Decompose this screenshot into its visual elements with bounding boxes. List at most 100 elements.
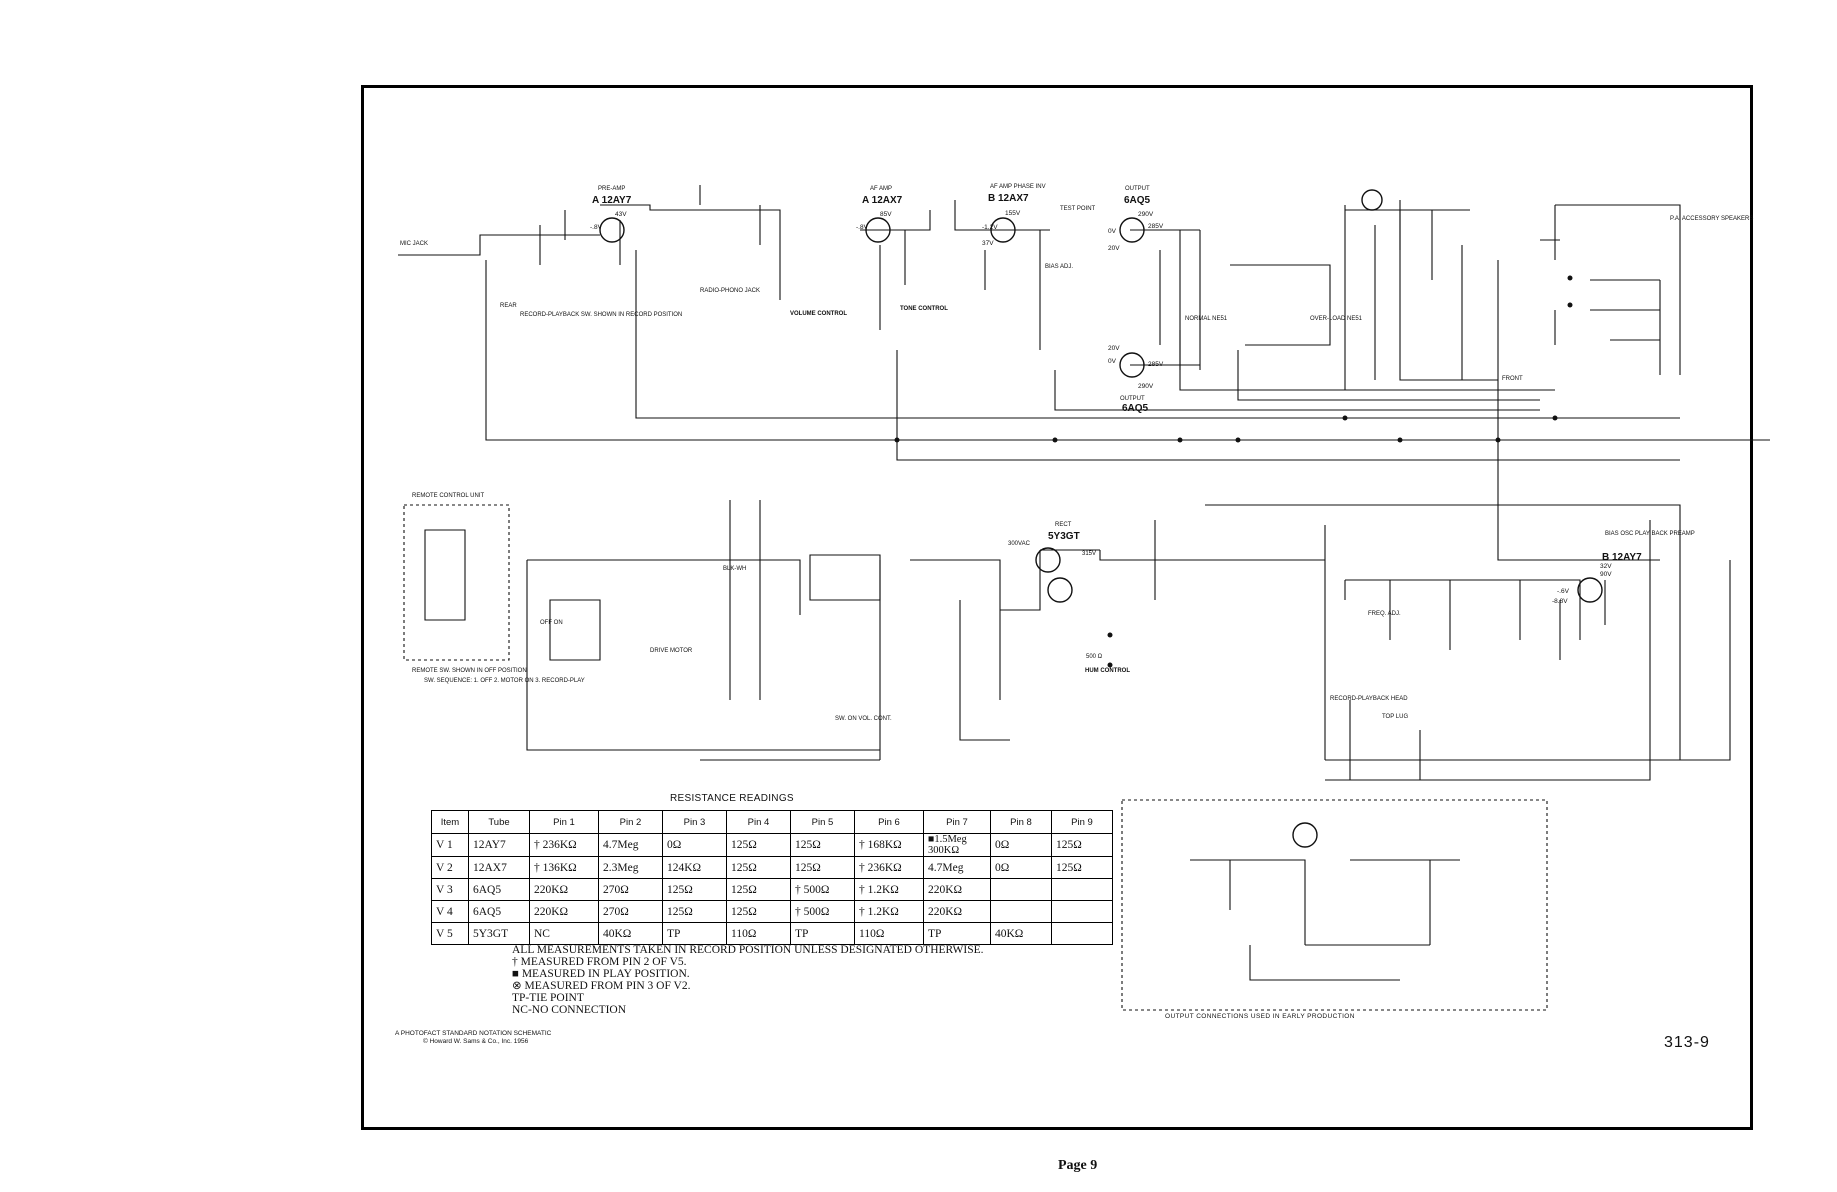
table-cell: 110Ω <box>726 922 791 945</box>
table-cell <box>990 900 1052 923</box>
table-cell: NC <box>529 922 599 945</box>
rec-head-label: RECORD-PLAYBACK HEAD <box>1330 696 1408 702</box>
table-cell: ■1.5Meg 300KΩ <box>923 833 991 857</box>
v300-label: 300VAC <box>1008 541 1031 547</box>
table-cell: V 1 <box>431 833 469 857</box>
tube-v4-role: OUTPUT <box>1120 396 1145 402</box>
voltage-label: -.8V <box>856 224 869 231</box>
ohm500-label: 500 Ω <box>1086 654 1103 660</box>
voltage-label: 43V <box>615 211 627 218</box>
table-cell: 125Ω <box>726 878 791 901</box>
table-cell: TP <box>923 922 991 945</box>
col-pin2: Pin 2 <box>598 810 663 834</box>
table-cell: † 1.2KΩ <box>854 900 924 923</box>
table-cell: 2.3Meg <box>598 856 663 879</box>
table-cell: V 5 <box>431 922 469 945</box>
col-tube: Tube <box>468 810 530 834</box>
table-cell <box>990 878 1052 901</box>
voltage-label: -8.8V <box>1552 598 1568 605</box>
table-cell: 220KΩ <box>923 900 991 923</box>
table-cell: 270Ω <box>598 900 663 923</box>
table-cell: 40KΩ <box>990 922 1052 945</box>
early-production-caption: OUTPUT CONNECTIONS USED IN EARLY PRODUCT… <box>1165 1013 1355 1020</box>
voltage-label: 0V <box>1108 228 1117 235</box>
table-cell: 125Ω <box>790 833 855 857</box>
table-cell: 125Ω <box>1051 856 1113 879</box>
radio-phono-label: RADIO-PHONO JACK <box>700 288 760 294</box>
note-line: TP-TIE POINT <box>512 992 584 1004</box>
tube-v5-type: 5Y3GT <box>1048 531 1080 542</box>
table-cell: 12AX7 <box>468 856 530 879</box>
rear-label: REAR <box>500 303 517 309</box>
sheet-number: 313-9 <box>1664 1034 1710 1051</box>
table-cell <box>1051 922 1113 945</box>
blk-wh-label: BLK-WH <box>723 566 746 572</box>
voltage-label: -1.2V <box>982 224 998 231</box>
col-pin3: Pin 3 <box>662 810 727 834</box>
note-line: † MEASURED FROM PIN 2 OF V5. <box>512 956 687 968</box>
tube-v5-role: RECT <box>1055 522 1072 528</box>
tube-v1-role: PRE-AMP <box>598 186 625 192</box>
table-cell: 6AQ5 <box>468 900 530 923</box>
credit-line: © Howard W. Sams & Co., Inc. 1956 <box>423 1038 529 1045</box>
component-labels: MIC JACK REAR RECORD-PLAYBACK SW. SHOWN … <box>400 206 1753 722</box>
pa-label: P.A. ACCESSORY SPEAKERS <box>1670 216 1753 222</box>
overload-label: OVER-LOAD NE51 <box>1310 316 1363 322</box>
voltage-label: -.6V <box>1557 588 1570 595</box>
voltage-label: 85V <box>880 211 892 218</box>
table-cell: † 500Ω <box>790 900 855 923</box>
col-pin6: Pin 6 <box>854 810 924 834</box>
voltage-label: 285V <box>1148 361 1164 368</box>
schematic-frame <box>361 85 1753 1130</box>
test-point-label: TEST POINT <box>1060 206 1096 212</box>
table-cell: 4.7Meg <box>598 833 663 857</box>
volume-label: VOLUME CONTROL <box>790 311 847 317</box>
tube-v1b-type: B 12AY7 <box>1602 552 1642 563</box>
table-cell: TP <box>790 922 855 945</box>
table-cell: V 2 <box>431 856 469 879</box>
off-on-label: OFF ON <box>540 620 563 626</box>
table-row: V 4 6AQ5 220KΩ 270Ω 125Ω 125Ω † 500Ω † 1… <box>431 900 1113 923</box>
front-label: FRONT <box>1502 376 1523 382</box>
col-pin8: Pin 8 <box>990 810 1052 834</box>
v315-label: 315V <box>1082 551 1096 557</box>
table-cell: 125Ω <box>662 900 727 923</box>
tube-v3-type: 6AQ5 <box>1124 195 1151 206</box>
remote-sw-label: REMOTE SW. SHOWN IN OFF POSITION <box>412 668 527 674</box>
table-cell: V 4 <box>431 900 469 923</box>
table-cell: 125Ω <box>726 900 791 923</box>
freq-adj-label: FREQ. ADJ. <box>1368 611 1401 617</box>
table-cell: 125Ω <box>662 878 727 901</box>
note-line: ALL MEASUREMENTS TAKEN IN RECORD POSITIO… <box>512 944 984 956</box>
table-cell: 6AQ5 <box>468 878 530 901</box>
table-row: V 2 12AX7 † 136KΩ 2.3Meg 124KΩ 125Ω 125Ω… <box>431 856 1113 879</box>
table-cell: 12AY7 <box>468 833 530 857</box>
tube-v3-role: OUTPUT <box>1125 186 1150 192</box>
table-cell: † 136KΩ <box>529 856 599 879</box>
drive-motor-label: DRIVE MOTOR <box>650 648 693 654</box>
table-cell: 125Ω <box>1051 833 1113 857</box>
measurement-notes: ALL MEASUREMENTS TAKEN IN RECORD POSITIO… <box>512 944 984 1016</box>
table-cell: 40KΩ <box>598 922 663 945</box>
table-cell: † 168KΩ <box>854 833 924 857</box>
table-row: V 5 5Y3GT NC 40KΩ TP 110Ω TP 110Ω TP 40K… <box>431 922 1113 945</box>
table-cell: 5Y3GT <box>468 922 530 945</box>
sw-on-vol-label: SW. ON VOL. CONT. <box>835 716 892 722</box>
col-pin5: Pin 5 <box>790 810 855 834</box>
table-cell <box>1051 900 1113 923</box>
note-line: NC-NO CONNECTION <box>512 1004 627 1016</box>
table-cell <box>1051 878 1113 901</box>
hum-label: HUM CONTROL <box>1085 668 1130 674</box>
tube-labels: PRE-AMP A 12AY7 AF AMP A 12AX7 AF AMP PH… <box>592 184 1695 563</box>
record-playback-label: RECORD-PLAYBACK SW. SHOWN IN RECORD POSI… <box>520 312 682 318</box>
col-pin1: Pin 1 <box>529 810 599 834</box>
table-cell: 124KΩ <box>662 856 727 879</box>
col-pin4: Pin 4 <box>726 810 791 834</box>
resistance-readings-title: RESISTANCE READINGS <box>670 793 794 804</box>
table-cell: V 3 <box>431 878 469 901</box>
col-pin7: Pin 7 <box>923 810 991 834</box>
voltage-label: 32V <box>1600 563 1612 570</box>
bias-adj-label: BIAS ADJ. <box>1045 264 1073 270</box>
resistance-readings-table: Item Tube Pin 1 Pin 2 Pin 3 Pin 4 Pin 5 … <box>431 810 1113 945</box>
col-pin9: Pin 9 <box>1051 810 1113 834</box>
